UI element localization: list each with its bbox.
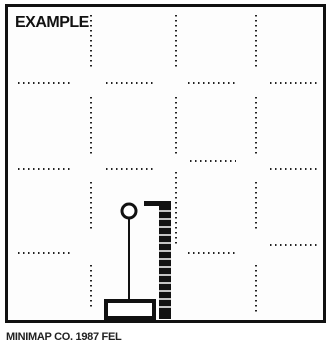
example-panel: EXAMPLE (5, 4, 326, 323)
pendulum-figure (106, 204, 154, 318)
dotted-grid (8, 7, 323, 320)
footer-caption: MINIMAP CO. 1987 FEL (6, 331, 121, 343)
